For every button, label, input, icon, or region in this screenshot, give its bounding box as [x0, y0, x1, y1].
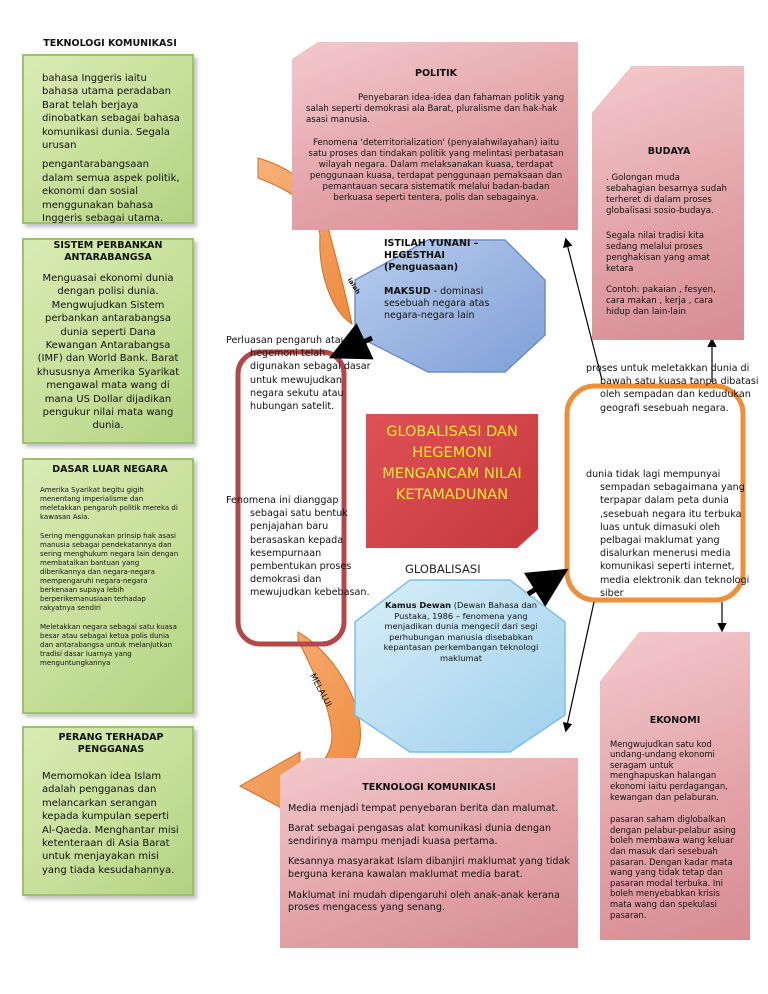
bank-title: SISTEM PERBANKAN ANTARABANGSA [53, 240, 163, 263]
arrow-to-teknologi [562, 601, 595, 733]
hegemoni-maksud: MAKSUD - dominasi sesebuah negara atas n… [384, 286, 514, 322]
hegemoni-content: ISTILAH YUNANI – HEGESTHAI (Penguasaan) … [384, 238, 514, 322]
war-title: PERANG TERHADAP PENGGANAS [58, 732, 164, 755]
politik-title: POLITIK [414, 68, 457, 79]
politik-text-2: Fenomena 'deterritorialization' (penyala… [308, 138, 564, 203]
ekonomi-title: EKONOMI [649, 715, 701, 726]
tech-title: TEKNOLOGI KOMUNIKASI [43, 38, 177, 49]
ekonomi-text-2: pasaran saham diglobalkan dengan pelabur… [610, 814, 736, 920]
war-panel: PERANG TERHADAP PENGGANAS Memomokan idea… [22, 726, 194, 896]
tech-panel: bahasa Inggeris iaitu bahasa utama perad… [22, 54, 194, 224]
war-text: Memomokan idea Islam adalah pengganas da… [42, 771, 179, 876]
hegemoni-definition-1: Perluasan pengaruh atau hegemoni telah d… [226, 335, 371, 413]
globalisasi-source-bold: Kamus Dewan [385, 600, 452, 610]
foreign-policy-text-3: Meletakkan negara sebagai satu kuasa bes… [40, 623, 177, 667]
teknologi-text-3: Kesannya masyarakat Islam dibanjiri makl… [288, 856, 570, 880]
dashed-connector-top [328, 323, 374, 360]
politik-panel: POLITIK Penyebaran idea-idea dan fahaman… [292, 42, 578, 230]
globalisasi-definition-1: proses untuk meletakkan dunia di bawah s… [586, 363, 759, 414]
teknologi-panel: TEKNOLOGI KOMUNIKASI Media menjadi tempa… [280, 758, 578, 948]
hegemoni-octagon [354, 239, 546, 373]
teknologi-text-1: Media menjadi tempat penyebaran berita d… [288, 802, 559, 814]
budaya-text-3: Contoh: pakaian , fesyen, cara makan , k… [606, 285, 716, 317]
bank-text: Menguasai ekonomi dunia dengan polisi du… [36, 273, 180, 432]
hegemoni-definition-2: Fenomena ini dianggap sebagai satu bentu… [226, 495, 370, 599]
maksud-text: - dominasi sesebuah negara atas negara-n… [384, 286, 490, 321]
foreign-policy-panel: DASAR LUAR NEGARA Amerika Syarikat begit… [22, 458, 194, 714]
teknologi-title: TEKNOLOGI KOMUNIKASI [362, 782, 496, 793]
hegemoni-definition-frame [235, 349, 347, 647]
foreign-policy-title: DASAR LUAR NEGARA [52, 464, 168, 475]
teknologi-text-2: Barat sebagai pengasas alat komunikasi d… [288, 823, 552, 847]
ekonomi-text-1: Mengwujudkan satu kod undang-undang ekon… [610, 738, 728, 802]
globalisasi-definition-2: dunia tidak lagi mempunyai sempadan seba… [586, 469, 750, 599]
politik-text-1: Penyebaran idea-idea dan fahaman politik… [306, 93, 565, 125]
globalisasi-label: GLOBALISASI [405, 562, 481, 576]
foreign-policy-text-1: Amerika Syarikat begitu gigih menentang … [40, 486, 178, 521]
tech-text-1: bahasa Inggeris iaitu bahasa utama perad… [42, 73, 180, 152]
hegemoni-title: ISTILAH YUNANI – HEGESTHAI [384, 238, 479, 261]
teknologi-text-4: Maklumat ini mudah dipengaruhi oleh anak… [288, 889, 560, 914]
globalisasi-content: Kamus Dewan (Dewan Bahasa dan Pustaka, 1… [370, 600, 552, 664]
bank-panel: SISTEM PERBANKAN ANTARABANGSA Menguasai … [22, 238, 194, 444]
arrow-to-politik [563, 237, 603, 381]
globalisasi-definition-frame [564, 383, 746, 603]
budaya-panel: BUDAYA . Golongan muda sebahagian besarn… [592, 66, 744, 340]
globalisasi-source-text: (Dewan Bahasa dan Pustaka, 1986 – fenome… [383, 600, 539, 663]
center-title-box: GLOBALISASI DAN HEGEMONI MENGANCAM NILAI… [366, 414, 538, 548]
maksud-label: MAKSUD [384, 286, 431, 297]
foreign-policy-text-2: Sering menggunakan prinsip hak asasi man… [40, 532, 179, 612]
budaya-title: BUDAYA [647, 146, 691, 157]
center-title: GLOBALISASI DAN HEGEMONI MENGANCAM NILAI… [382, 424, 522, 503]
budaya-text-1: . Golongan muda sebahagian besarnya suda… [606, 173, 727, 216]
tech-text-2: pengantarabangsaan dalam semua aspek pol… [42, 159, 180, 225]
dashed-connector-bottom [523, 568, 569, 607]
ekonomi-panel: EKONOMI Mengwujudkan satu kod undang-und… [600, 632, 750, 940]
budaya-text-2: Segala nilai tradisi kita sedang melalui… [606, 231, 710, 274]
hegemoni-subtitle: (Penguasaan) [384, 262, 459, 273]
